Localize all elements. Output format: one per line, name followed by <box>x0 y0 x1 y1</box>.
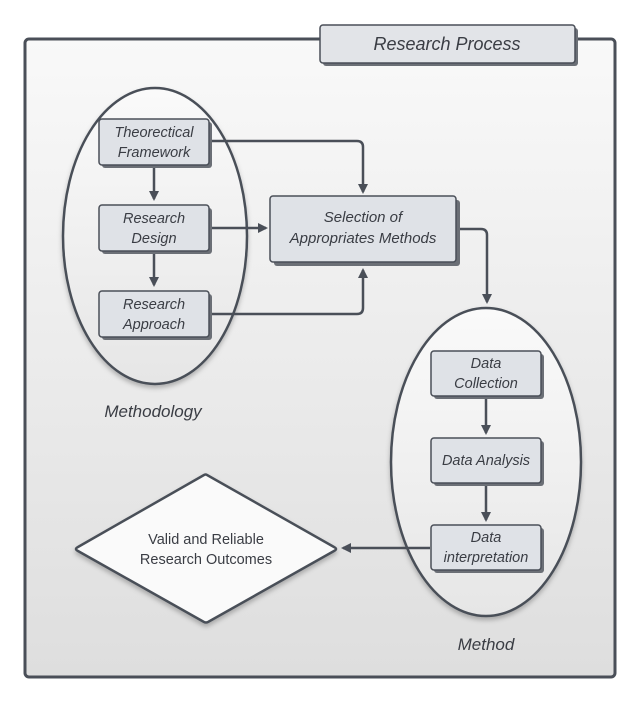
node-label: Valid and Reliable <box>148 532 264 548</box>
node-label: Selection of <box>324 209 404 226</box>
node-label: Data <box>471 530 502 546</box>
node-data-analysis[interactable]: Data Analysis <box>430 437 544 486</box>
node-label: Design <box>131 231 176 247</box>
node-label: Research Outcomes <box>140 552 272 568</box>
node-research-outcomes[interactable]: Valid and Reliable Research Outcomes <box>74 473 338 624</box>
node-label: Collection <box>454 376 518 392</box>
node-data-collection[interactable]: Data Collection <box>430 350 544 399</box>
node-label: Framework <box>118 145 191 161</box>
node-label: Approach <box>122 317 185 333</box>
edge-tf-sel <box>210 139 368 194</box>
node-label: Data Analysis <box>442 453 530 469</box>
edge-sel-method <box>455 227 492 304</box>
node-data-interpretation[interactable]: Data interpretation <box>430 524 544 573</box>
node-label: Research <box>123 211 185 227</box>
title-box: Research Process <box>319 24 578 66</box>
node-research-design[interactable]: Research Design <box>98 204 212 254</box>
node-label: Research <box>123 297 185 313</box>
node-theoretical-framework[interactable]: Theorectical Framework <box>98 118 212 168</box>
node-research-approach[interactable]: Research Approach <box>98 290 212 340</box>
node-label: Theorectical <box>115 125 195 141</box>
edge-ra-sel <box>210 268 368 316</box>
method-label: Method <box>458 635 515 654</box>
node-selection-of-methods[interactable]: Selection of Appropriates Methods <box>269 195 460 266</box>
connectors <box>149 139 492 553</box>
node-label: Data <box>471 356 502 372</box>
methodology-label: Methodology <box>104 402 203 421</box>
node-label: Appropriates Methods <box>289 230 437 247</box>
diagram-title: Research Process <box>373 34 520 54</box>
node-label: interpretation <box>444 550 529 566</box>
